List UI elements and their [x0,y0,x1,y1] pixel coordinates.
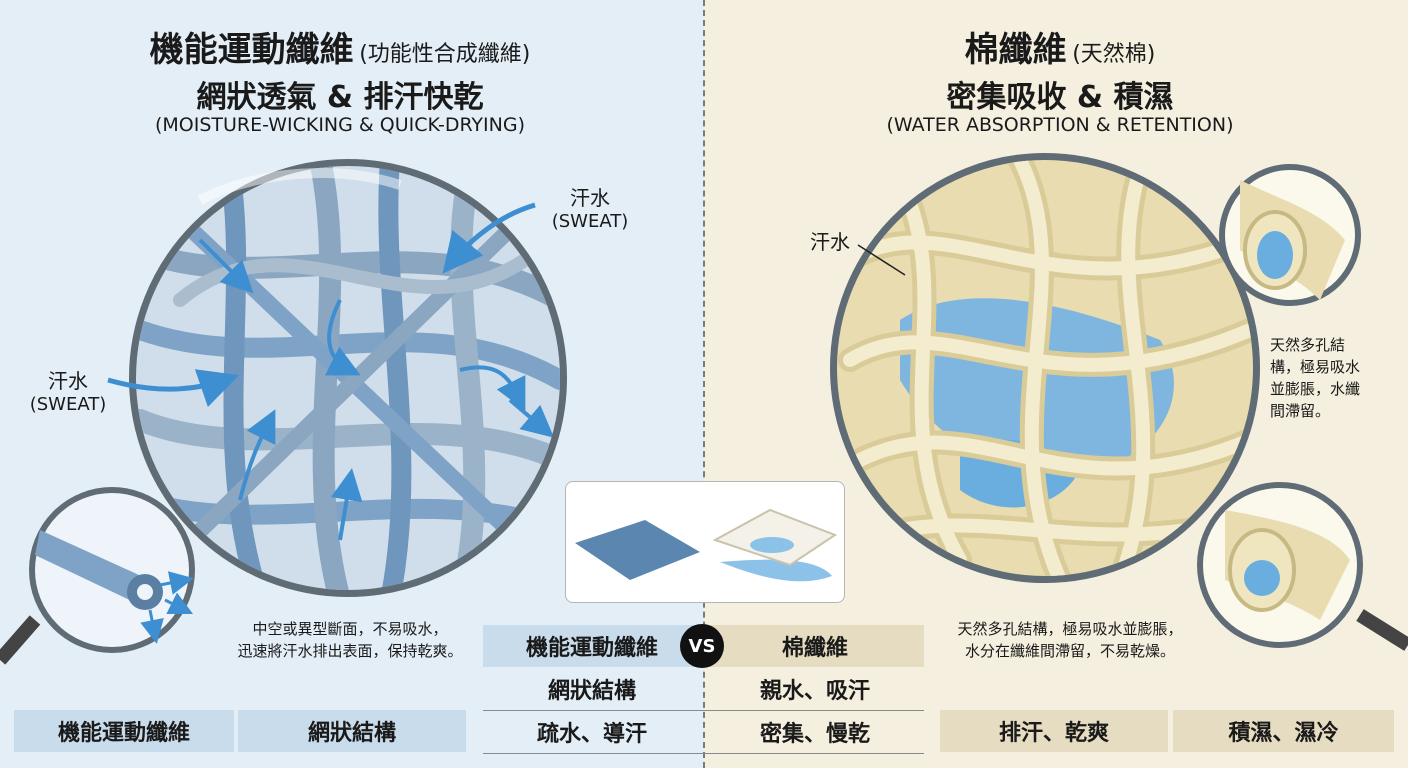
sweat-label-left-en: (SWEAT) [29,394,107,415]
sweat-label-left: 汗水 (SWEAT) [18,365,118,415]
cotton-side-note-line: 構，極易吸水 [1270,358,1361,376]
compare-left-row: 網狀結構 [547,679,636,704]
synthetic-subtitle-en: (MOISTURE-WICKING & QUICK-DRYING) [154,114,525,136]
cotton-side-note: 天然多孔結 構，極易吸水 並膨脹，水纖 間滯留。 [1270,334,1380,422]
cotton-subtitle: 密集吸收 & 積濕 [946,80,1174,115]
compare-left-row: 疏水、導汗 [536,722,647,747]
cotton-note-line: 天然多孔結構，極易吸水並膨脹， [957,620,1183,638]
cotton-side-note-line: 間滯留。 [1270,402,1331,420]
synthetic-fiber-inset [0,487,195,665]
cotton-note: 天然多孔結構，極易吸水並膨脹， 水分在纖維間滯留，不易乾燥。 [930,618,1210,662]
vs-badge: VS [680,624,724,668]
synthetic-note-line: 迅速將汗水排出表面，保持乾爽。 [237,642,463,660]
synthetic-note-line: 中空或異型斷面，不易吸水， [252,620,448,638]
cotton-fiber-inset-top [1219,164,1361,306]
synthetic-bottom-cell: 網狀結構 [238,710,466,752]
compare-row-divider [483,753,924,754]
compare-row-divider [483,710,924,711]
cotton-title-paren: (天然棉) [1072,42,1156,67]
sweat-label-top: 汗水 (SWEAT) [540,182,640,232]
synthetic-note: 中空或異型斷面，不易吸水， 迅速將汗水排出表面，保持乾爽。 [220,618,480,662]
compare-right-row: 親水、吸汗 [759,679,870,704]
cotton-magnifier [830,153,1260,583]
cotton-bottom-cell: 排汗、乾爽 [940,710,1168,752]
sweat-label-left-zh: 汗水 [48,369,88,393]
cotton-fiber-tangle [837,160,1253,576]
synthetic-bottom-cell: 機能運動纖維 [14,710,234,752]
compare-header-cotton: 棉纖維 [706,625,924,667]
synthetic-title-main: 機能運動纖維 [149,30,354,70]
cotton-fiber-inset-bottom [1197,482,1408,651]
compare-header-synthetic: 機能運動纖維 [483,625,701,667]
sweat-arrows-left [107,202,536,408]
compare-right-row: 密集、慢乾 [759,722,870,747]
sweat-label-top-zh: 汗水 [570,186,610,210]
cotton-title-main: 棉纖維 [964,30,1067,70]
cotton-subtitle-en: (WATER ABSORPTION & RETENTION) [886,114,1234,136]
cotton-sweat-label: 汗水 [810,230,850,254]
synthetic-title-paren: (功能性合成纖維) [359,42,531,67]
cotton-note-line: 水分在纖維間滯留，不易乾燥。 [964,642,1175,660]
cotton-title: 棉纖維 (天然棉) [780,22,1340,71]
cotton-side-note-line: 並膨脹，水纖 [1270,380,1361,398]
cotton-sweat-pointer [857,244,906,276]
synthetic-title: 機能運動纖維 (功能性合成纖維) [60,22,620,71]
sweat-label-top-en: (SWEAT) [551,211,629,232]
cotton-bottom-cell: 積濕、濕冷 [1173,710,1394,752]
cotton-side-note-line: 天然多孔結 [1270,336,1346,354]
center-divider [703,0,705,768]
synthetic-subtitle: 網狀透氣 & 排汗快乾 [196,80,484,115]
